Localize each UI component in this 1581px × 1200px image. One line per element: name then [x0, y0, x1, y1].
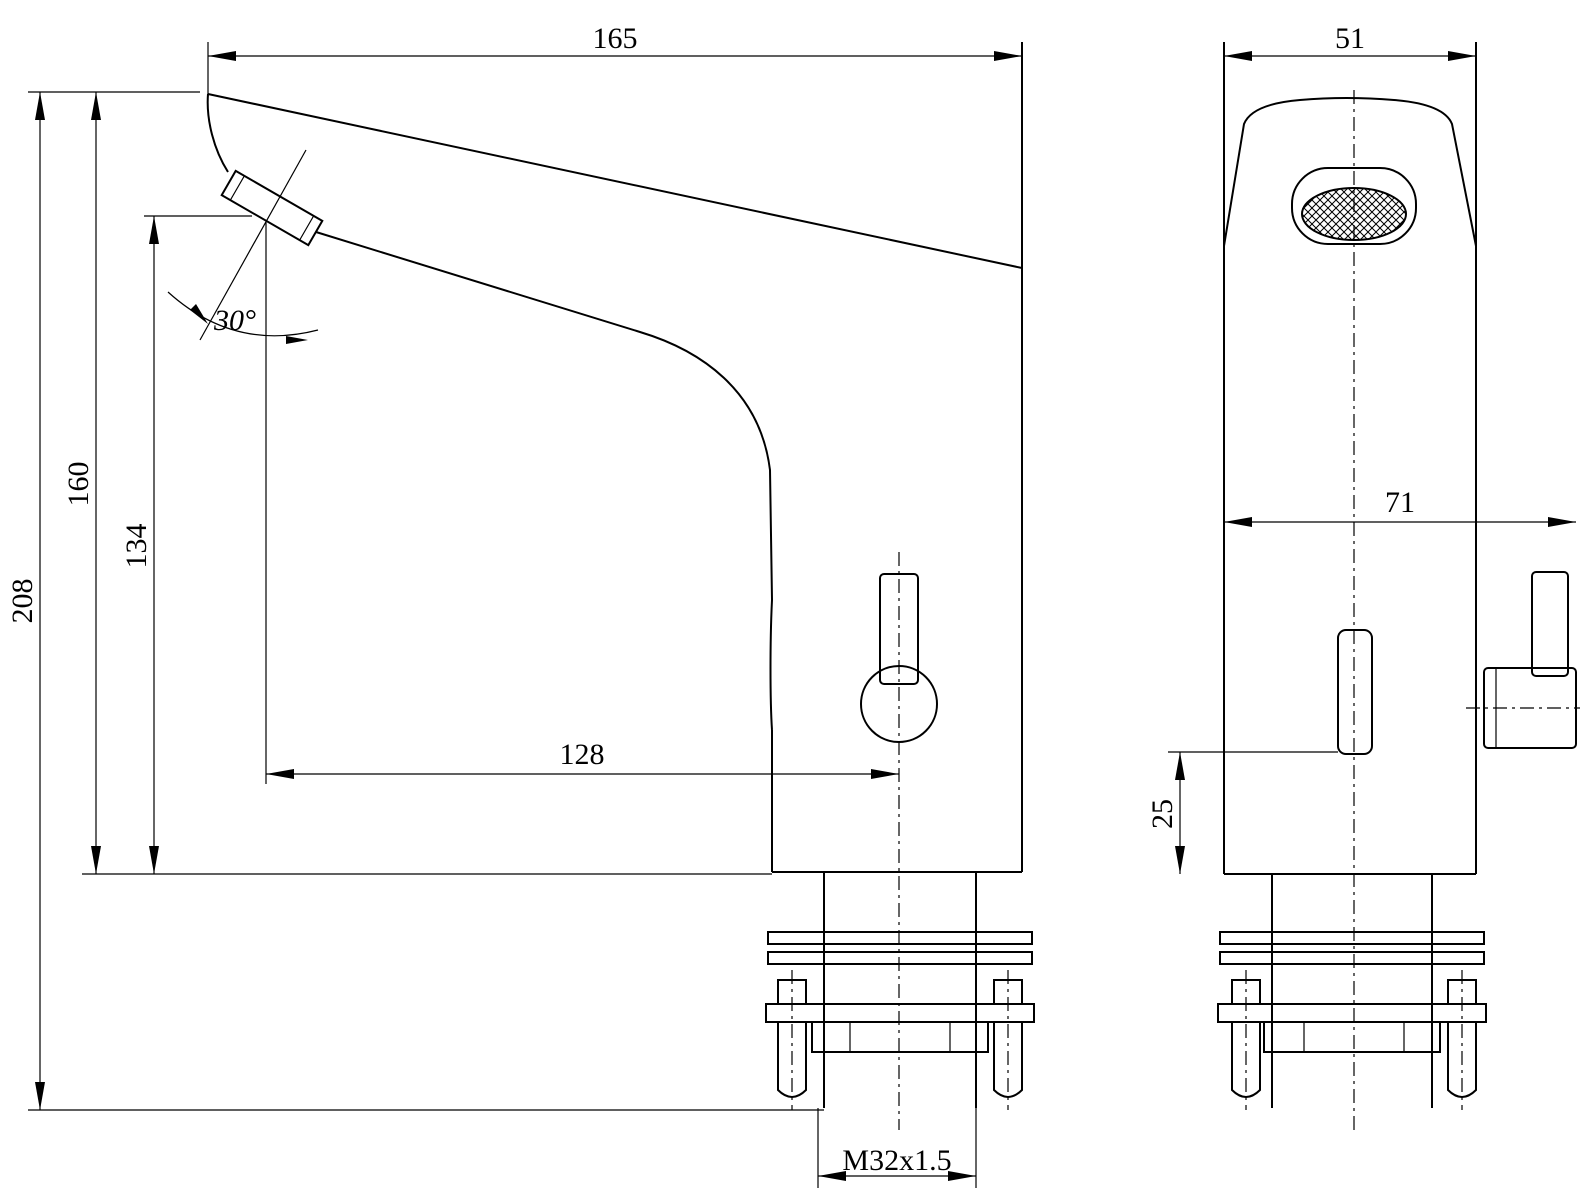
spout-top-edge	[207, 93, 1023, 269]
dim-25-label: 25	[1146, 799, 1179, 829]
dim-128-arrow-right	[871, 769, 899, 779]
dim-51-arrow-left	[1224, 51, 1252, 61]
dim-71-arrow-left	[1224, 517, 1252, 527]
side-view: 30° 165	[6, 22, 1035, 1188]
dim-51-label: 51	[1335, 22, 1365, 55]
dim-165-label: 165	[593, 22, 638, 55]
front-handle-lever	[1531, 571, 1569, 677]
dim-128-arrow-left	[266, 769, 294, 779]
dim-208-label: 208	[6, 579, 39, 624]
dim-134-arrow-top	[149, 216, 159, 244]
dim-208-arrow-top	[35, 92, 45, 120]
dim-160-arrow-top	[91, 92, 101, 120]
front-body-outline	[1223, 97, 1477, 247]
front-sensor-window	[1337, 629, 1373, 755]
spout-underside	[315, 231, 774, 731]
aerator	[220, 169, 324, 247]
angle-label: 30°	[213, 304, 256, 337]
dim-thread-arrow-right	[948, 1171, 976, 1181]
angle-arrow-left	[190, 304, 208, 324]
dim-51-arrow-right	[1448, 51, 1476, 61]
dim-134-label: 134	[120, 524, 153, 569]
dim-25-arrow-top	[1175, 752, 1185, 780]
aerator-axis	[199, 149, 307, 341]
spout-tip	[206, 93, 229, 173]
dim-128-label: 128	[560, 738, 605, 771]
front-view: 51 71 25	[1146, 22, 1580, 1130]
dim-25-arrow-bottom	[1175, 846, 1185, 874]
angle-arrow-right	[286, 336, 308, 344]
side-handle-hub	[860, 665, 938, 743]
dim-160-label: 160	[62, 462, 95, 507]
dim-160-arrow-bottom	[91, 846, 101, 874]
dim-71-label: 71	[1385, 486, 1415, 519]
dim-71-arrow-right	[1548, 517, 1576, 527]
side-mounting	[765, 872, 1035, 1110]
dim-165-arrow-right	[994, 51, 1022, 61]
dim-208-arrow-bottom	[35, 1082, 45, 1110]
dim-134-arrow-bottom	[149, 846, 159, 874]
angle-arc	[167, 291, 319, 337]
dim-thread-arrow-left	[818, 1171, 846, 1181]
dim-165-arrow-left	[208, 51, 236, 61]
front-aerator-mesh	[1301, 187, 1407, 241]
front-mounting	[1217, 874, 1487, 1110]
dim-thread-label: M32x1.5	[842, 1144, 951, 1177]
